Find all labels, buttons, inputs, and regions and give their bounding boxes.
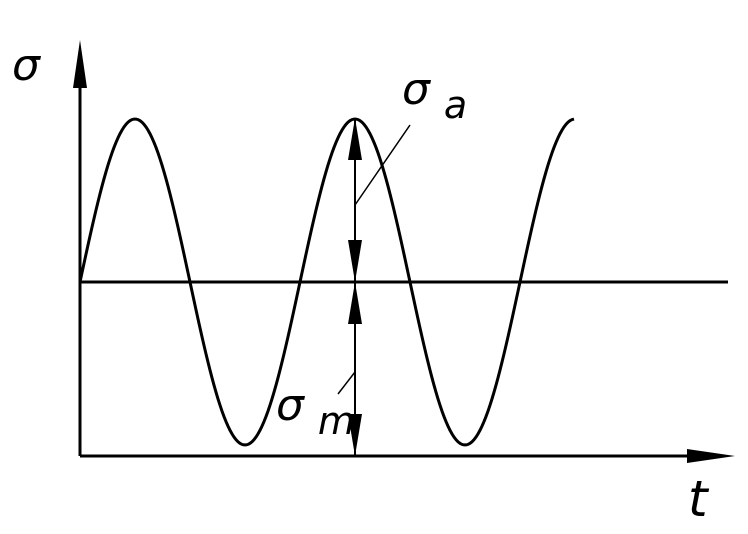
- mean-symbol: σ: [276, 380, 305, 431]
- mean-leader-line: [337, 371, 356, 395]
- amplitude-leader-line: [354, 124, 411, 206]
- amplitude-arrow-top: [348, 118, 362, 160]
- x-axis-label: t: [688, 470, 710, 528]
- amplitude-label: σ a: [402, 64, 467, 127]
- amplitude-arrow-bottom: [348, 240, 362, 282]
- mean-label: σ m: [276, 380, 355, 443]
- stress-curve: [78, 117, 575, 447]
- x-axis-arrow: [687, 449, 735, 463]
- amplitude-subscript: a: [444, 83, 467, 127]
- mean-arrow-bottom: [348, 414, 362, 456]
- amplitude-symbol: σ: [402, 64, 431, 115]
- mean-arrow-top: [348, 282, 362, 324]
- y-axis-label: σ: [12, 40, 41, 91]
- mean-subscript: m: [318, 399, 355, 443]
- y-axis-arrow: [73, 40, 87, 88]
